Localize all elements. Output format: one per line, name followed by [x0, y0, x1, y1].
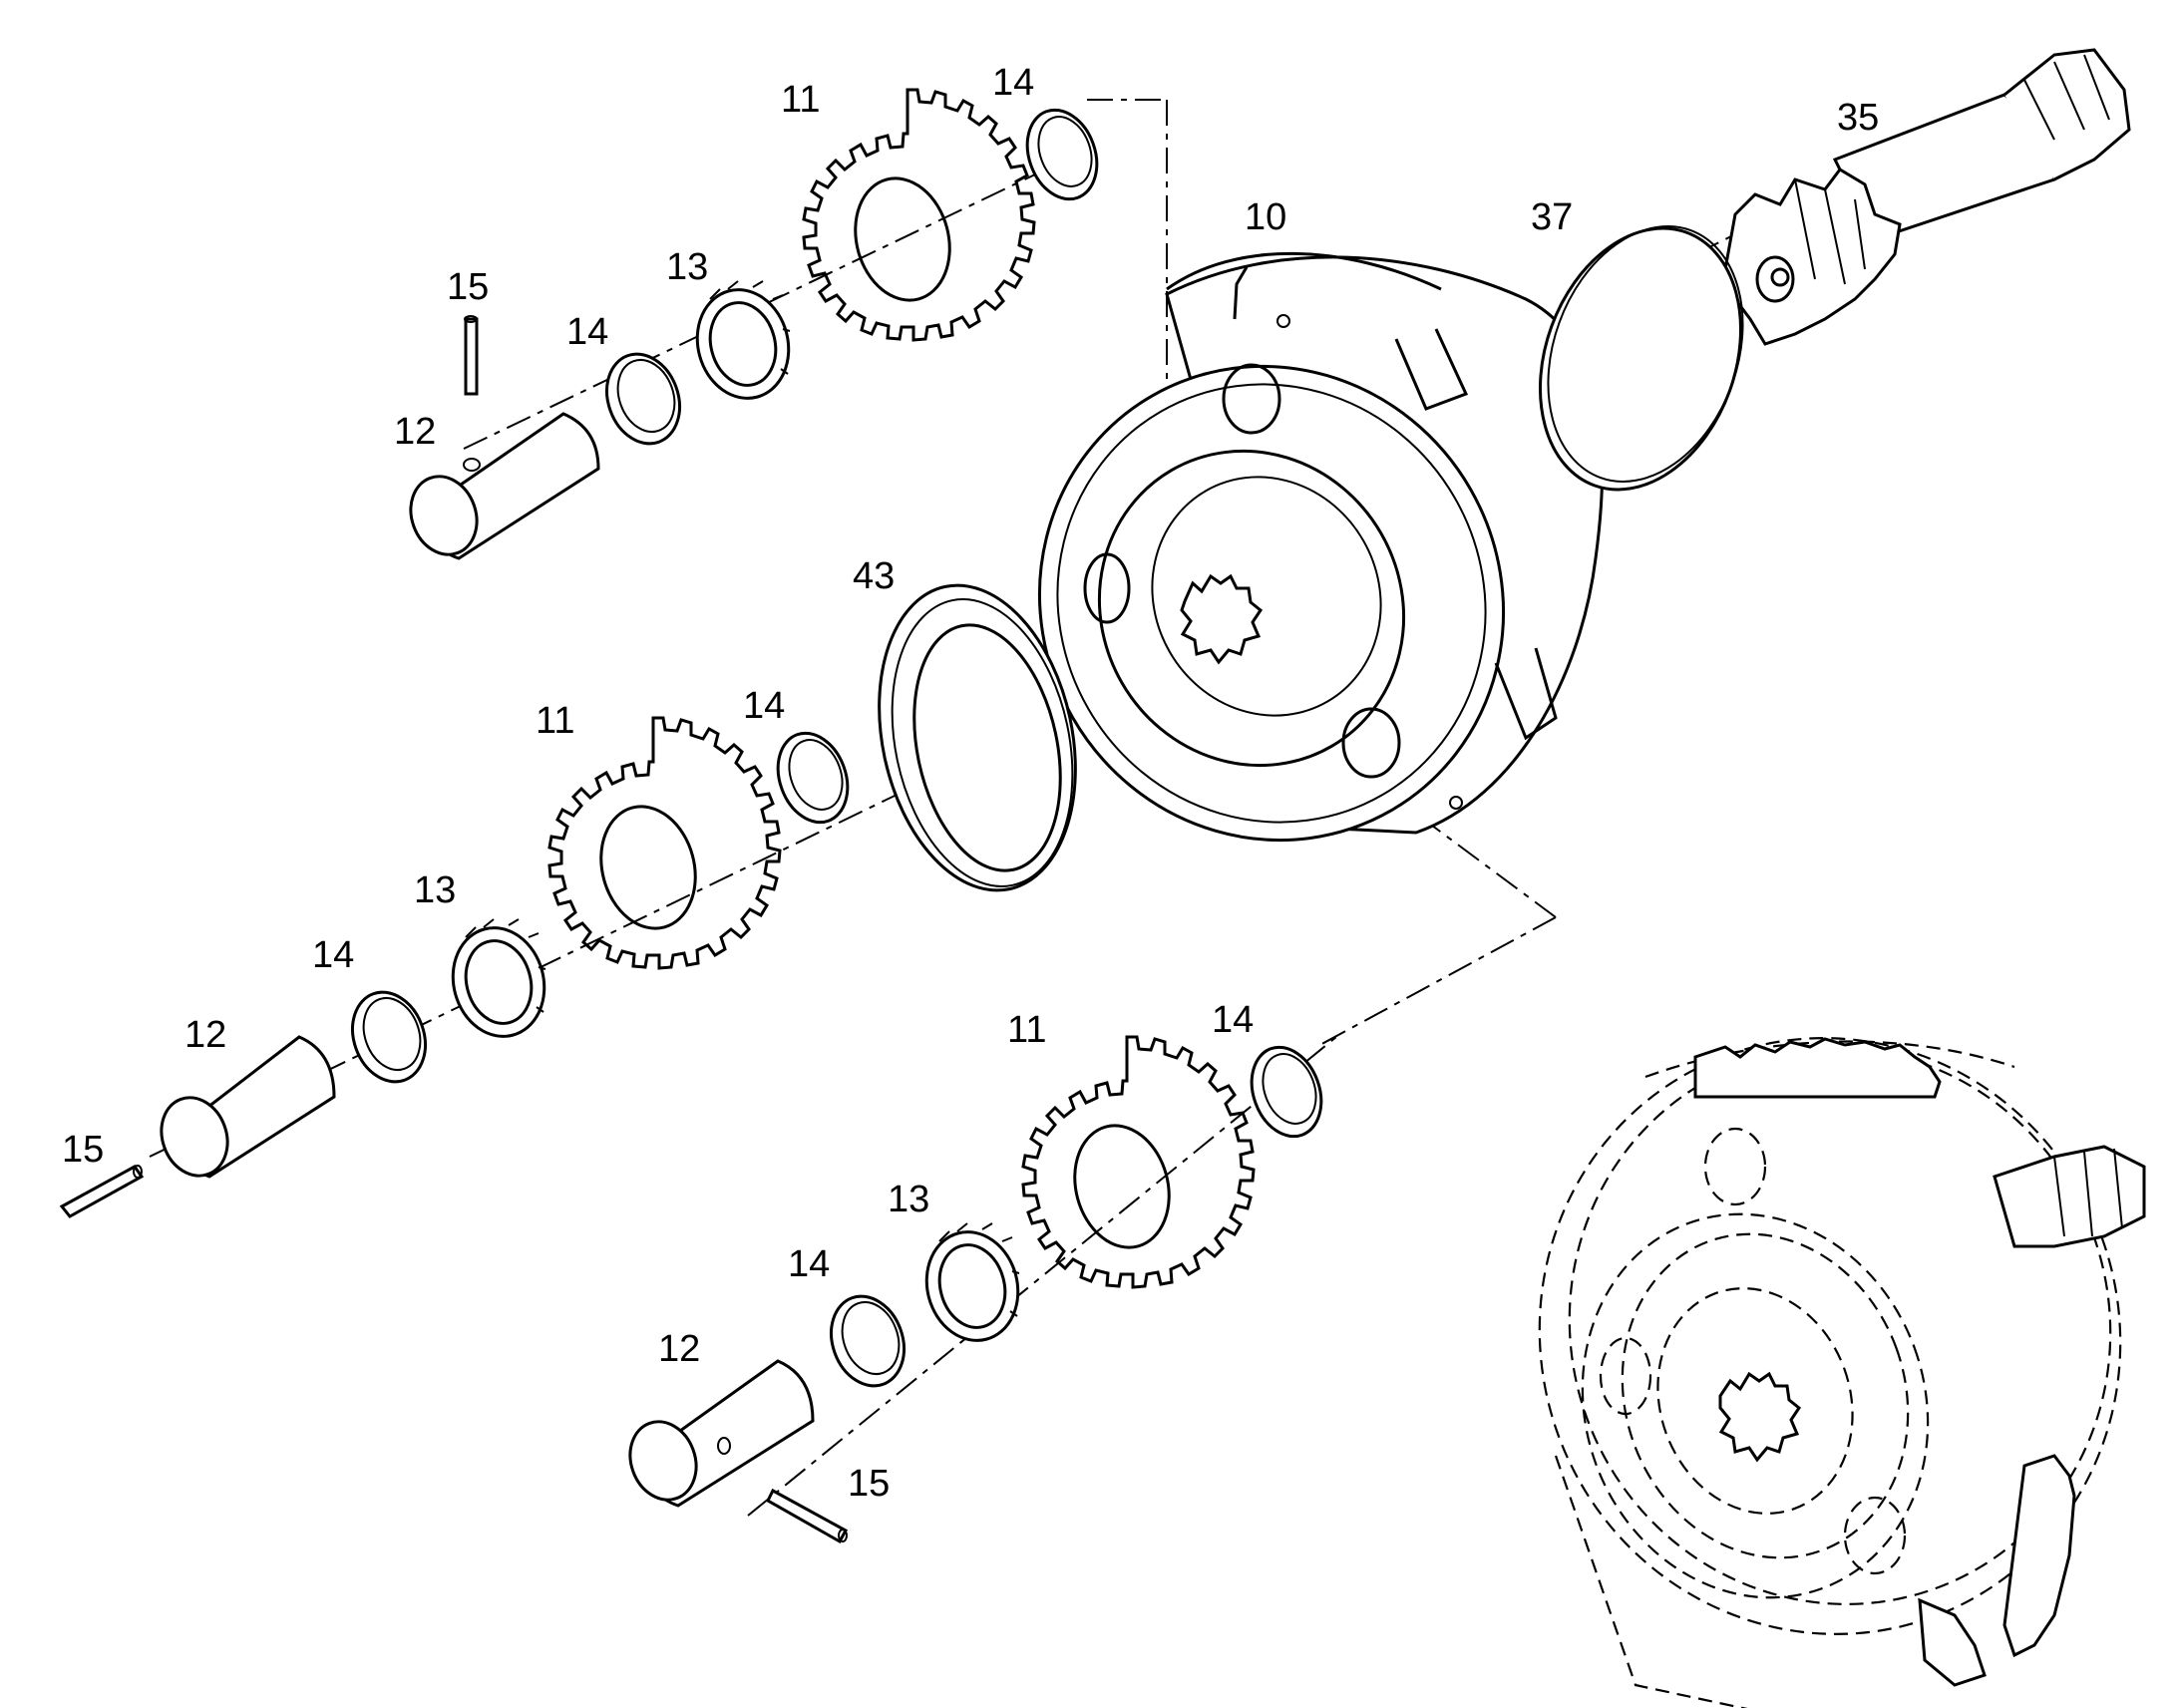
callout-14: 14 [566, 311, 608, 353]
thrust-disc [1538, 225, 1744, 492]
thrust-washer [878, 583, 1077, 892]
sun-shaft [1723, 48, 2131, 346]
callout-37: 37 [1531, 196, 1573, 238]
callout-13: 13 [888, 1179, 929, 1220]
callout-12: 12 [658, 1328, 700, 1370]
callout-14: 14 [788, 1243, 830, 1285]
callout-14: 14 [312, 934, 354, 976]
callout-14: 14 [743, 685, 785, 727]
callout-14: 14 [992, 62, 1034, 104]
callout-11: 11 [1007, 1009, 1046, 1051]
callout-labels: 10 11 11 11 12 12 12 13 13 13 14 14 14 1… [62, 62, 1879, 1505]
callout-15: 15 [447, 266, 489, 308]
planet-carrier [1037, 251, 1605, 843]
assembled-carrier-phantom [1538, 1037, 2146, 1708]
callout-15: 15 [848, 1463, 890, 1505]
callout-35: 35 [1837, 97, 1879, 139]
callout-15: 15 [62, 1129, 104, 1171]
callout-12: 12 [184, 1014, 226, 1056]
callout-13: 13 [666, 246, 708, 288]
callout-43: 43 [853, 555, 895, 597]
callout-11: 11 [781, 79, 820, 121]
planet-set-mid [59, 716, 850, 1218]
planet-set-bot [628, 1035, 1323, 1544]
callout-10: 10 [1245, 196, 1286, 238]
callout-13: 13 [414, 869, 456, 911]
callout-12: 12 [394, 411, 436, 453]
callout-11: 11 [536, 700, 574, 742]
planet-set-top [409, 88, 1099, 560]
callout-14: 14 [1212, 999, 1254, 1041]
